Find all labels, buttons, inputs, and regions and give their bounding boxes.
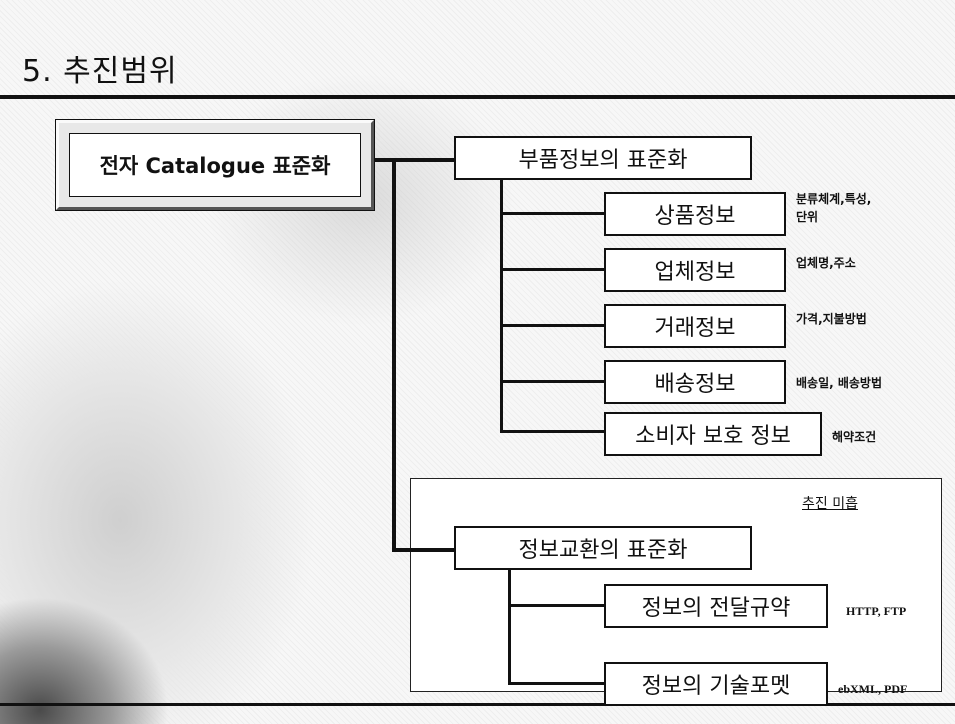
title-rule	[0, 95, 955, 99]
subitem-note-2: ebXML, PDF	[838, 682, 908, 696]
root-node: 전자 Catalogue 표준화	[56, 120, 374, 210]
connector-item-5	[500, 430, 604, 433]
connector-vertical-branch2	[508, 566, 511, 684]
slide-title: 5. 추진범위	[22, 54, 178, 89]
bottom-rule	[0, 703, 955, 706]
subitem-node-2: 정보의 기술포멧	[604, 662, 828, 706]
connector-subitem-1	[508, 604, 604, 607]
item-note-3: 가격,지불방법	[796, 312, 867, 326]
connector-item-3	[500, 324, 604, 327]
connector-vertical-main	[392, 160, 396, 552]
item-note-4: 배송일, 배송방법	[796, 376, 883, 390]
connector-vertical-branch1	[500, 176, 503, 432]
item-note-5: 해약조건	[832, 430, 877, 444]
item-node-5: 소비자 보호 정보	[604, 412, 822, 456]
connector-root-branch1	[368, 158, 454, 162]
item-node-2: 업체정보	[604, 248, 786, 292]
item-note-1: 분류체계,특성, 단위	[796, 192, 872, 224]
branch1-node: 부품정보의 표준화	[454, 136, 752, 180]
connector-item-1	[500, 212, 604, 215]
item-note-2: 업체명,주소	[796, 256, 856, 270]
status-note: 추진 미흡	[802, 496, 858, 512]
connector-item-2	[500, 268, 604, 271]
subitem-node-1: 정보의 전달규약	[604, 584, 828, 628]
item-node-3: 거래정보	[604, 304, 786, 348]
item-node-1: 상품정보	[604, 192, 786, 236]
root-node-label: 전자 Catalogue 표준화	[69, 133, 361, 197]
branch2-node: 정보교환의 표준화	[454, 526, 752, 570]
item-node-4: 배송정보	[604, 360, 786, 404]
connector-item-4	[500, 380, 604, 383]
connector-subitem-2	[508, 682, 604, 685]
connector-branch2	[392, 548, 454, 552]
subitem-note-1: HTTP, FTP	[846, 604, 907, 618]
background-decoration	[0, 540, 210, 724]
